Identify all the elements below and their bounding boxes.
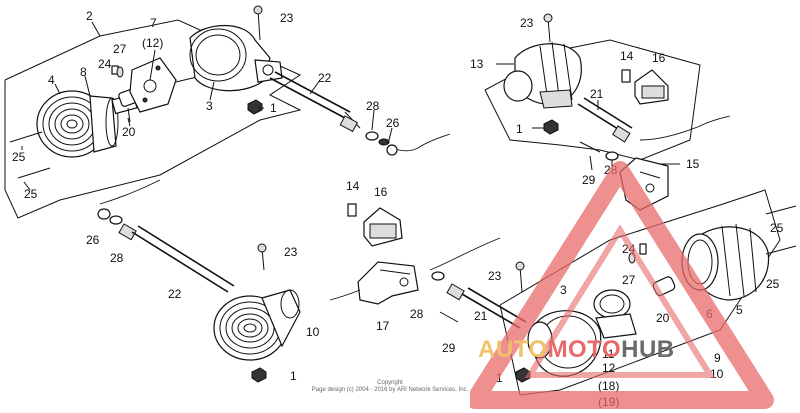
callout-9: 9 — [714, 351, 721, 365]
callout-4: 4 — [48, 73, 55, 87]
callout-28a: 28 — [366, 99, 380, 113]
bracket-cover-16a — [634, 69, 669, 105]
front-left-stay — [269, 71, 361, 133]
callout-28d: 28 — [410, 307, 424, 321]
callout-1c: 1 — [290, 369, 297, 383]
nut-1c — [251, 367, 267, 383]
callout-8: 8 — [80, 65, 87, 79]
rear-right-wire — [429, 237, 501, 271]
washer-28c — [109, 215, 123, 225]
callout-25b: 25 — [24, 187, 38, 201]
copyright-line-1: Copyright — [377, 380, 403, 386]
front-right-wire — [639, 115, 731, 141]
mount-bracket-15 — [619, 157, 669, 211]
front-right-stay — [577, 97, 633, 143]
callout-22a: 22 — [318, 71, 332, 85]
leader-lines — [21, 21, 680, 191]
callout-27a: 27 — [113, 42, 127, 56]
watermark-part-1: AUTO — [478, 336, 548, 363]
nut-1d — [515, 367, 531, 383]
callout-25d: 25 — [766, 277, 780, 291]
callout-1d: 1 — [496, 371, 503, 385]
callout-3b: 3 — [560, 283, 567, 297]
callout-25c: 25 — [770, 221, 784, 235]
callout-14a: 14 — [620, 49, 634, 63]
washer-28b — [605, 151, 619, 161]
grommet-26b — [97, 208, 111, 220]
callout-23d: 23 — [488, 269, 502, 283]
callout-7: 7 — [150, 16, 157, 30]
callout-26a: 26 — [386, 116, 400, 130]
callout-18: (18) — [598, 379, 619, 393]
watermark-text: AUTOMOTOHUB — [478, 336, 675, 364]
screw-25b — [17, 167, 51, 179]
callout-23a: 23 — [280, 11, 294, 25]
front-left-group-frame — [4, 19, 302, 219]
callout-16b: 16 — [374, 185, 388, 199]
front-left-housing — [189, 24, 283, 92]
rear-left-wire — [329, 289, 361, 301]
front-left-socket-plate — [129, 57, 206, 113]
callout-22b: 22 — [168, 287, 182, 301]
callout-16a: 16 — [652, 51, 666, 65]
front-right-housing — [503, 41, 582, 109]
callout-20b: 20 — [656, 311, 670, 325]
callout-19: (19) — [598, 395, 619, 409]
callout-29b: 29 — [442, 341, 456, 355]
mount-bracket-17 — [357, 261, 419, 305]
callout-13: 13 — [470, 57, 484, 71]
callout-20a: 20 — [122, 125, 136, 139]
wire-26b — [99, 179, 161, 205]
bolt-29b — [439, 311, 459, 323]
callout-24a: 24 — [98, 57, 112, 71]
callout-21b: 21 — [474, 309, 488, 323]
small-washer-27a — [116, 66, 124, 78]
callout-15: 15 — [686, 157, 700, 171]
copyright-line-2: Page design (c) 2004 - 2016 by ARI Netwo… — [311, 387, 469, 393]
rear-right-bulb — [652, 276, 676, 296]
washer-28d — [431, 271, 445, 281]
rear-left-stay — [118, 223, 235, 293]
copyright-notice: Copyright Page design (c) 2004 - 2016 by… — [290, 380, 490, 394]
small-screw-24b — [639, 243, 647, 255]
callout-1b: 1 — [516, 122, 523, 136]
screw-25d — [765, 245, 797, 255]
callout-17: 17 — [376, 319, 390, 333]
callout-2: 2 — [86, 9, 93, 23]
rear-left-lens-assembly — [213, 289, 301, 361]
callout-6: 6 — [706, 307, 713, 321]
callout-28c: 28 — [110, 251, 124, 265]
nut-1b — [543, 119, 559, 135]
callout-21a: 21 — [590, 87, 604, 101]
washer-28a — [365, 131, 379, 141]
grommet-14b — [347, 203, 357, 217]
rear-right-lens-assembly — [681, 223, 770, 301]
callout-27b: 27 — [622, 273, 636, 287]
callout-1a: 1 — [270, 101, 277, 115]
callout-23b: 23 — [520, 16, 534, 30]
bracket-cover-16b — [363, 207, 403, 247]
callout-14b: 14 — [346, 179, 360, 193]
callout-25a: 25 — [12, 150, 26, 164]
watermark-part-2: MOTO — [547, 336, 622, 363]
screw-25a — [9, 131, 43, 143]
callout-23c: 23 — [284, 245, 298, 259]
nut-1a — [247, 99, 263, 115]
callout-3a: 3 — [206, 99, 213, 113]
callout-29a: 29 — [582, 173, 596, 187]
bolt-23a — [257, 9, 261, 41]
callout-26b: 26 — [86, 233, 100, 247]
callout-7-alt: (12) — [142, 36, 163, 50]
callout-5: 5 — [736, 303, 743, 317]
grommet-14a — [621, 69, 631, 83]
callout-24b: 24 — [622, 242, 636, 256]
callout-28b: 28 — [604, 163, 618, 177]
bolt-29a — [579, 141, 601, 153]
front-right-group-frame — [484, 39, 701, 161]
watermark-part-3: HUB — [621, 336, 675, 363]
wire-26a — [387, 133, 451, 152]
callout-10b: 10 — [710, 367, 724, 381]
callout-10a: 10 — [306, 325, 320, 339]
